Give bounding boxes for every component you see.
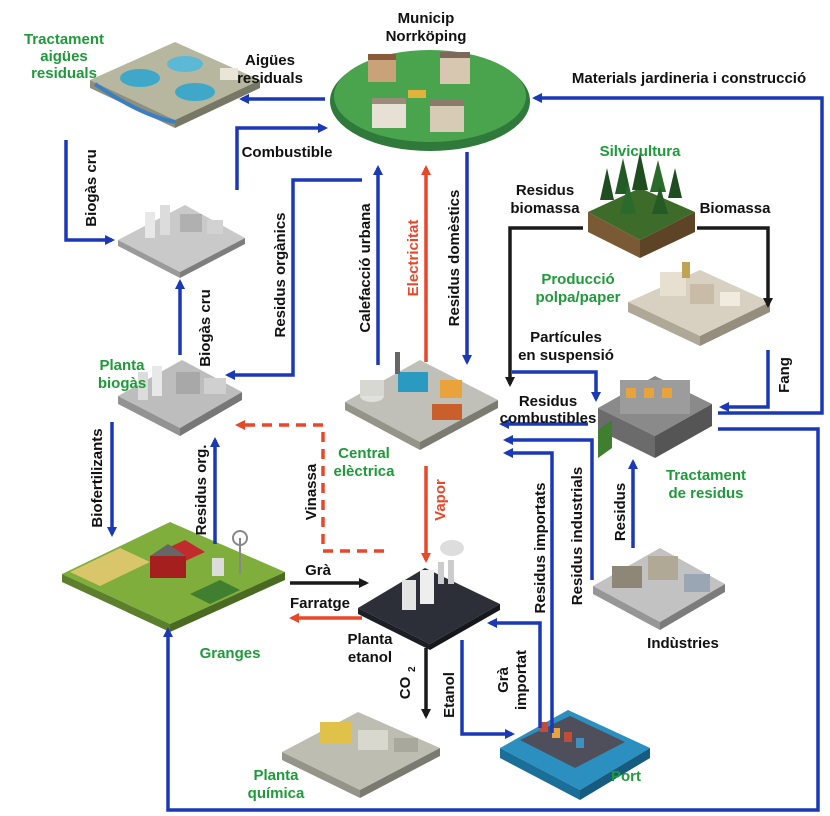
ethanol-plant-illustration: [358, 540, 500, 650]
arrow-particules: [512, 370, 601, 402]
label-tractament-residus-1: Tractament: [666, 467, 746, 484]
flow-residus-domestics: Residus domèstics: [446, 190, 463, 327]
flow-residus-industrials: Residus industrials: [569, 467, 586, 605]
municipi-illustration: [330, 50, 530, 151]
label-tractament-residus-2: de residus: [668, 485, 743, 502]
flow-calefaccio-urbana: Calefacció urbana: [357, 203, 374, 333]
flow-vinassa: Vinassa: [303, 463, 320, 520]
port-illustration: [500, 710, 650, 800]
label-granges: Granges: [200, 645, 261, 662]
flow-farratge: Farratge: [290, 595, 350, 612]
biogas-upgrade-illustration: [118, 205, 245, 278]
flow-residus-biomassa-1: Residus: [516, 182, 574, 199]
label-planta-biogas-2: biogàs: [98, 375, 146, 392]
flow-vapor: Vapor: [432, 479, 449, 521]
flow-combustible: Combustible: [242, 144, 333, 161]
flow-etanol: Etanol: [441, 672, 458, 718]
flow-residus-combustibles-1: Residus: [519, 393, 577, 410]
label-planta-etanol-1: Planta: [347, 631, 393, 648]
chemical-plant-illustration: [282, 712, 440, 798]
label-tractament-aigues-1: Tractament: [24, 31, 104, 48]
water-treatment-illustration: [90, 42, 260, 128]
flow-particules-1: Partícules: [530, 329, 602, 346]
label-planta-quimica-2: química: [248, 785, 305, 802]
arrow-residus-importats: [503, 448, 554, 733]
arrow-fang: [719, 350, 770, 412]
label-produccio-1: Producció: [541, 271, 614, 288]
arrow-etanol: [460, 640, 515, 739]
flow-biomassa: Biomassa: [700, 200, 772, 217]
flow-residus-combustibles-2: combustibles: [500, 410, 597, 427]
flow-co2-group: CO 2: [397, 666, 418, 699]
flow-co2-subscript: 2: [407, 666, 418, 672]
arrow-return-granges: [163, 427, 820, 812]
flow-aigues-residuals-2: residuals: [237, 70, 303, 87]
flow-residus-organics: Residus orgànics: [272, 212, 289, 337]
power-plant-illustration: [345, 352, 498, 450]
label-tractament-aigues-3: residuals: [31, 65, 97, 82]
arrow-residus-organics: [225, 178, 362, 380]
flow-residus-importats: Residus importats: [532, 483, 549, 614]
label-port: Port: [611, 768, 641, 785]
arrow-residus-industrials: [503, 435, 594, 580]
flow-co2: CO: [397, 676, 414, 699]
biogas-plant-illustration: [118, 360, 242, 436]
pulp-paper-illustration: [628, 262, 770, 346]
arrow-residus-biomassa: [505, 226, 583, 387]
flow-gra-importat-2: importat: [513, 650, 530, 710]
arrow-gra-importat: [487, 618, 542, 728]
label-produccio-2: polpa/paper: [535, 289, 620, 306]
label-industries: Indùstries: [647, 635, 719, 652]
waste-treatment-illustration: [598, 376, 712, 458]
arrow-vinassa: [235, 420, 384, 553]
industries-illustration: [593, 548, 725, 630]
flow-materials-jardineria: Materials jardineria i construcció: [572, 70, 806, 87]
flow-gra-importat-1: Grà: [495, 666, 512, 693]
farm-illustration: [62, 522, 285, 632]
flow-aigues-residuals-1: Aigües: [245, 52, 295, 69]
flow-biofertilizants: Biofertilizants: [89, 428, 106, 527]
label-planta-etanol-2: etanol: [348, 649, 392, 666]
arrow-materials-jardineria: [532, 93, 824, 415]
flow-fang: Fang: [776, 357, 793, 393]
arrow-combustible: [235, 123, 328, 190]
arrow-biogas-cru-1: [64, 140, 115, 245]
flow-gra: Grà: [305, 562, 332, 579]
flow-biogas-cru-2: Biogàs cru: [197, 289, 214, 367]
flow-residus-org: Residus org.: [193, 445, 210, 536]
label-municipi-2: Norrköping: [386, 28, 467, 45]
flow-electricitat: Electricitat: [405, 220, 422, 297]
forestry-illustration: [588, 152, 695, 258]
arrow-biomassa: [697, 226, 773, 308]
label-central-2: elèctrica: [334, 463, 396, 480]
flow-residus-biomassa-2: biomassa: [510, 200, 580, 217]
flow-biogas-cru-1: Biogàs cru: [83, 149, 100, 227]
label-silvicultura: Silvicultura: [600, 143, 682, 160]
label-tractament-aigues-2: aigües: [40, 48, 88, 65]
label-municipi-1: Municip: [398, 10, 455, 27]
label-planta-biogas-1: Planta: [99, 357, 145, 374]
flow-particules-2: en suspensió: [518, 347, 614, 364]
flow-residus: Residus: [612, 483, 629, 541]
label-central-1: Central: [338, 445, 390, 462]
label-planta-quimica-1: Planta: [253, 767, 299, 784]
